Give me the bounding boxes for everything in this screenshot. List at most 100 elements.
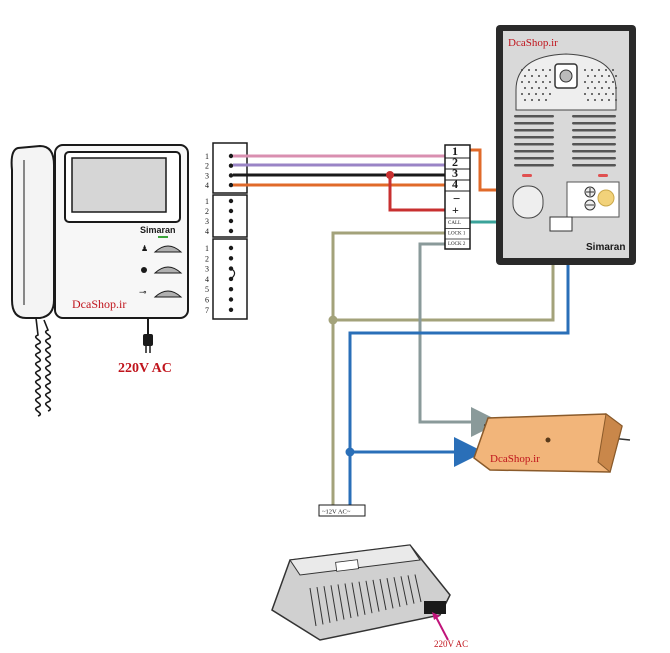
terminal-number: 7 — [205, 306, 209, 315]
vent-ridge — [372, 579, 380, 612]
speaker-hole — [591, 93, 593, 95]
indicator-light — [598, 174, 608, 177]
terminal-number: 1 — [205, 244, 209, 253]
speaker-hole — [594, 87, 596, 89]
speaker-hole — [549, 81, 551, 83]
speaker-hole — [591, 69, 593, 71]
speaker-hole — [584, 69, 586, 71]
speaker-hole — [549, 69, 551, 71]
grille-slot — [572, 143, 616, 146]
speaker-hole — [594, 75, 596, 77]
vent-ridge — [358, 581, 366, 615]
junction-label: LOCK 1 — [448, 232, 466, 237]
speaker-hole — [615, 87, 617, 89]
speaker-hole — [584, 81, 586, 83]
terminal-screw — [228, 218, 234, 224]
wires — [233, 148, 592, 506]
vent-ridge — [400, 576, 408, 606]
grille-slot — [572, 129, 616, 132]
speaker-hole — [545, 99, 547, 101]
vent-ridge — [407, 575, 415, 604]
monitor-button[interactable] — [153, 266, 183, 274]
speaker-hole — [605, 69, 607, 71]
speaker-hole — [545, 75, 547, 77]
speaker-hole — [605, 81, 607, 83]
terminal-number: 4 — [205, 275, 209, 284]
monitor-brand: Simaran — [140, 225, 176, 235]
junction-dot-red — [386, 171, 394, 179]
speaker-hole — [608, 75, 610, 77]
door-panel: DcaShop.ir Simaran — [496, 25, 636, 265]
grille-slot — [514, 129, 554, 132]
grille-slot — [572, 122, 616, 125]
speaker-hole — [608, 99, 610, 101]
terminal-number: 2 — [205, 162, 209, 171]
junction-number: 3 — [452, 166, 458, 180]
terminal-number: 4 — [205, 227, 209, 236]
wire-olive-power — [331, 231, 445, 506]
grille-slot — [514, 122, 554, 125]
speaker-hole — [538, 75, 540, 77]
talk-button[interactable] — [153, 245, 183, 253]
terminal-number: 1 — [205, 152, 209, 161]
speaker-hole — [608, 87, 610, 89]
speaker-hole — [598, 69, 600, 71]
terminal-number: 1 — [205, 197, 209, 206]
speaker-hole — [605, 93, 607, 95]
wire-red-bridge — [388, 175, 445, 212]
grille-slot — [572, 157, 616, 160]
monitor-icon — [141, 267, 147, 273]
call-button[interactable] — [512, 185, 544, 219]
key-icon: ⊸ — [139, 287, 147, 297]
unlock-button[interactable] — [153, 290, 183, 298]
door-panel-brand: Simaran — [586, 242, 625, 253]
terminal-screw — [228, 287, 234, 292]
power-label-box — [318, 504, 366, 517]
junction-dot-olive — [328, 315, 338, 325]
terminal-screw — [228, 256, 234, 261]
speaker-hole — [531, 75, 533, 77]
speaker-hole — [612, 93, 614, 95]
speaker-hole — [594, 99, 596, 101]
vent-ridge — [351, 582, 359, 617]
speaker-hole — [531, 87, 533, 89]
vent-ridge — [414, 574, 422, 603]
junction-label: CALL — [448, 221, 461, 226]
speaker-hole — [542, 93, 544, 95]
junction-number: 4 — [452, 177, 458, 191]
terminal-screw — [228, 307, 234, 312]
terminal-number: 2 — [205, 207, 209, 216]
vent-ridge — [386, 578, 394, 609]
speaker-hole — [524, 99, 526, 101]
lock-watermark: DcaShop.ir — [490, 453, 540, 465]
speaker-hole — [538, 87, 540, 89]
power-box-label: ~12V AC~ — [322, 509, 351, 516]
lock-connector — [549, 216, 573, 232]
grille-slot — [572, 136, 616, 139]
supply-label: 220V AC — [434, 639, 468, 649]
speaker-hole — [542, 69, 544, 71]
junction-label: LOCK 2 — [448, 242, 466, 247]
terminal-screw — [228, 173, 234, 178]
vent-ridge — [330, 585, 338, 622]
speaker-hole — [528, 69, 530, 71]
speaker-hole — [598, 93, 600, 95]
speaker-hole — [535, 93, 537, 95]
monitor-watermark: DcaShop.ir — [72, 297, 126, 311]
handset-cord — [34, 317, 52, 417]
speaker-hole — [549, 93, 551, 95]
speaker-hole — [615, 75, 617, 77]
speaker-hole — [542, 81, 544, 83]
junction-number: 2 — [452, 155, 458, 169]
power-terminal — [424, 601, 446, 614]
handset[interactable] — [10, 144, 55, 319]
grille-slot — [514, 157, 554, 160]
grille-slot — [514, 164, 554, 167]
speaker-hole — [587, 99, 589, 101]
grille-slot — [514, 136, 554, 139]
junction-dot-blue — [345, 447, 355, 457]
speaker-hole — [528, 81, 530, 83]
speaker-hole — [612, 69, 614, 71]
